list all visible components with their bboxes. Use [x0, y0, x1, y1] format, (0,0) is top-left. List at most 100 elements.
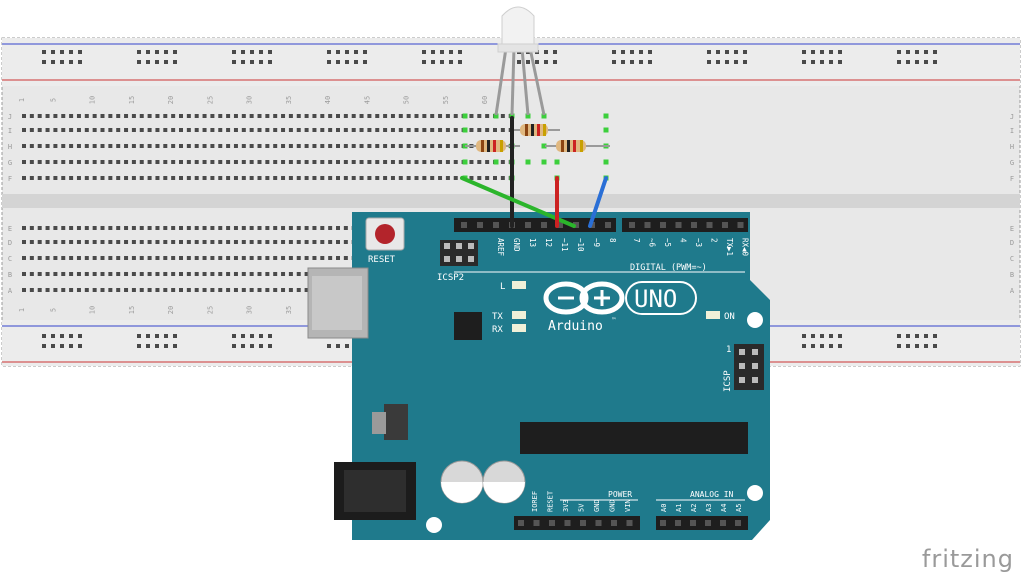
mounting-hole-3 — [426, 517, 442, 533]
column-number: 25 — [206, 306, 214, 314]
rgb-led — [494, 6, 546, 116]
column-number: 35 — [285, 96, 293, 104]
digital-pin-label: ~5 — [663, 238, 672, 247]
arduino-logo: UNO Arduino ™ — [543, 281, 697, 334]
column-number: 10 — [89, 306, 97, 314]
power-label: POWER — [608, 490, 632, 499]
digital-pin-label: 4 — [679, 238, 688, 243]
arduino-board: RESET ICSP2 ICSP 1 — [307, 212, 770, 540]
digital-pin-label: ~11 — [560, 238, 569, 252]
arduino-brand: Arduino — [548, 319, 603, 334]
analog-pin-label: A0 — [660, 504, 668, 512]
analog-pin-label: A1 — [675, 504, 683, 512]
digital-pin-label: ~9 — [592, 238, 601, 247]
row-letter: J — [8, 113, 12, 121]
column-number: 50 — [403, 96, 411, 104]
fritzing-watermark: fritzing — [921, 545, 1014, 573]
analog-pin-label: A4 — [720, 504, 728, 512]
arduino-pcb — [352, 212, 770, 540]
led-l — [512, 281, 526, 289]
column-number: 25 — [206, 96, 214, 104]
column-number: 1 — [18, 98, 26, 102]
row-letter: G — [8, 159, 12, 167]
row-letter: F — [8, 175, 12, 183]
led-on — [706, 311, 720, 319]
led-tx — [512, 311, 526, 319]
row-letter: F — [1010, 175, 1014, 183]
row-letter: C — [1010, 255, 1014, 263]
power-header — [514, 516, 640, 530]
digital-pin-label: ~3 — [694, 238, 703, 247]
led-on-label: ON — [724, 312, 735, 322]
power-pin-label: 3V3 — [562, 499, 570, 512]
digital-header-right — [622, 218, 748, 232]
row-letter: A — [8, 287, 13, 295]
digital-pin-label: RX◀0 — [741, 238, 750, 257]
icsp-label: ICSP — [723, 370, 733, 392]
led-rx — [512, 324, 526, 332]
column-number: 60 — [481, 96, 489, 104]
voltage-regulator — [384, 404, 408, 440]
column-number: 20 — [167, 306, 175, 314]
row-letter: E — [1010, 225, 1014, 233]
column-number: 5 — [49, 98, 57, 102]
wires — [460, 116, 608, 228]
power-pin-label: IOREF — [531, 491, 539, 512]
column-number: 15 — [128, 96, 136, 104]
row-letter: H — [8, 143, 12, 151]
digital-pin-label: AREF — [496, 238, 505, 257]
digital-pin-label: 2 — [710, 238, 719, 243]
power-pin-label: GND — [593, 499, 601, 512]
column-number: 10 — [89, 96, 97, 104]
column-number: 20 — [167, 96, 175, 104]
mounting-hole-1 — [747, 312, 763, 328]
atmega-chip — [520, 422, 748, 454]
column-number: 5 — [49, 308, 57, 312]
led-tx-label: TX — [492, 312, 503, 322]
icsp-header — [734, 344, 764, 390]
row-letter: B — [1010, 271, 1014, 279]
column-number: 1 — [18, 308, 26, 312]
analog-label: ANALOG IN — [690, 490, 734, 499]
column-number: 55 — [442, 96, 450, 104]
column-number: 30 — [246, 96, 254, 104]
digital-pin-label: 8 — [608, 238, 617, 243]
arduino-trademark: ™ — [612, 317, 616, 324]
digital-label: DIGITAL (PWM=~) — [630, 263, 707, 273]
icsp2-label: ICSP2 — [437, 273, 464, 283]
digital-pin-label: ~10 — [576, 238, 585, 252]
reset-label: RESET — [368, 255, 396, 265]
row-letter: C — [8, 255, 12, 263]
analog-pin-label: A2 — [690, 504, 698, 512]
uno-label: UNO — [634, 285, 677, 313]
digital-pin-label: 12 — [544, 238, 553, 247]
digital-pin-label: 7 — [632, 238, 641, 243]
digital-pin-label: GND — [512, 238, 521, 252]
digital-pin-label: TX▶1 — [725, 238, 734, 256]
resistor-2 — [512, 124, 560, 136]
column-number: 45 — [363, 96, 371, 104]
icsp-pin1-label: 1 — [726, 345, 731, 355]
row-letter: J — [1010, 113, 1014, 121]
row-letter: H — [1010, 143, 1014, 151]
row-letter: D — [1010, 239, 1014, 247]
led-rx-label: RX — [492, 325, 503, 335]
row-letter: I — [8, 127, 12, 135]
blue-wire — [588, 176, 608, 228]
power-pin-label: RESET — [547, 490, 555, 512]
row-letter: A — [1010, 287, 1015, 295]
power-pin-label: VIN — [624, 499, 632, 512]
resistor-3 — [545, 140, 610, 152]
digital-pin-label: 13 — [528, 238, 537, 247]
column-number: 35 — [285, 306, 293, 314]
usb-chip — [454, 312, 482, 340]
row-letter: B — [8, 271, 12, 279]
led-l-label: L — [500, 282, 505, 292]
digital-pin-label: ~6 — [648, 238, 657, 248]
mounting-hole-2 — [747, 485, 763, 501]
analog-header — [656, 516, 748, 530]
column-number: 15 — [128, 306, 136, 314]
column-number: 40 — [324, 96, 332, 104]
